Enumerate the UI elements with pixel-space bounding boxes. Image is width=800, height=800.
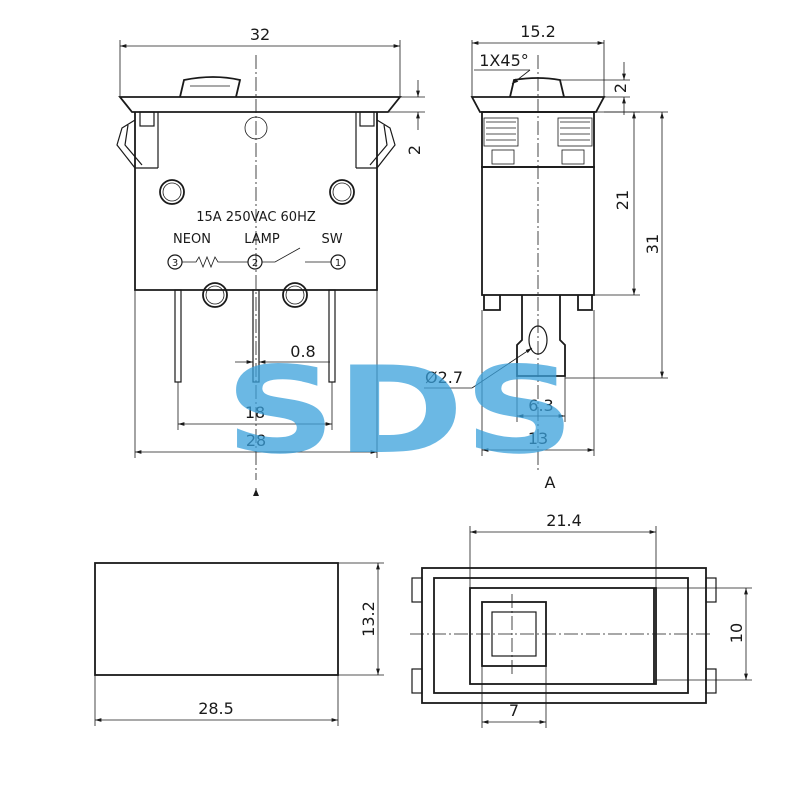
panel-cutout-view: 13.2 28.5: [94, 562, 384, 726]
dim-chamfer: 1X45°: [479, 51, 529, 70]
sw-label: SW: [321, 232, 342, 247]
dim-28-5: 28.5: [198, 699, 234, 718]
dim-28: 28: [246, 431, 266, 450]
dim-13-2: 13.2: [359, 601, 378, 637]
dim-15-2: 15.2: [520, 22, 556, 41]
pin1-number: 1: [335, 258, 341, 269]
side-terminal: [516, 295, 566, 377]
dim-21: 21: [613, 190, 632, 210]
rating-label: 15A 250VAC 60HZ: [196, 210, 316, 225]
dim-7: 7: [509, 701, 519, 720]
side-view: 15.2 1X45° 2 21 31 Ø2.7 6.3 13: [424, 22, 668, 492]
front-view: 15A 250VAC 60HZ NEON LAMP SW 3 2 1 32 2 …: [116, 25, 425, 496]
side-rocker: [509, 77, 565, 98]
right-clip: [376, 119, 396, 169]
top-outer: [421, 567, 707, 704]
pin3-number: 3: [172, 258, 178, 269]
sds-watermark: SDS: [225, 342, 575, 481]
ribs: [483, 117, 593, 165]
resistor-symbol: [182, 255, 248, 269]
dim-6-3: 6.3: [528, 396, 553, 415]
dim-10: 10: [727, 623, 746, 643]
pin-neon: [174, 289, 182, 383]
left-clip: [116, 119, 136, 169]
dim-hole: Ø2.7: [425, 368, 463, 387]
lamp-label: LAMP: [244, 232, 280, 247]
dim-front-2: 2: [405, 145, 424, 155]
front-flange: [118, 96, 402, 113]
top-view: 21.4 10 7: [410, 511, 752, 728]
dim-31: 31: [643, 234, 662, 254]
pin2-number: 2: [252, 258, 258, 269]
rocker-top: [469, 587, 657, 685]
dim-0-8: 0.8: [290, 342, 315, 361]
rocker-button: [179, 76, 242, 98]
switch-symbol: [262, 247, 301, 263]
dim-32: 32: [250, 25, 270, 44]
dim-21-4: 21.4: [546, 511, 582, 530]
dim-18: 18: [245, 403, 265, 422]
cutout-rect: [94, 562, 339, 676]
dim-13: 13: [528, 429, 548, 448]
pin-lamp: [252, 289, 260, 383]
neon-label: NEON: [173, 232, 211, 247]
dim-side-2: 2: [611, 83, 630, 93]
view-a-label: A: [545, 473, 556, 492]
section-arrow-icon: [253, 489, 259, 496]
